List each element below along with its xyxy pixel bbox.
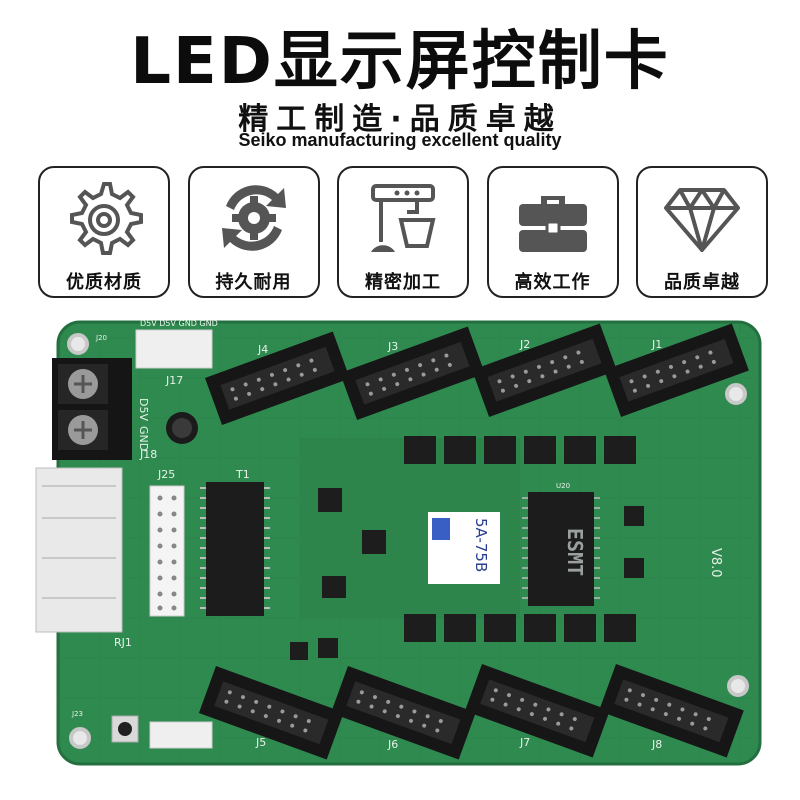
gear-icon [70,182,143,255]
j18-label: J18 [139,448,157,461]
t1-label: T1 [235,468,250,481]
pcb-board: D5V GND J18 D5V D5V GND GND J17 J20 RJ1 … [35,319,762,766]
page-subtitle-english: Seiko manufacturing excellent quality [238,130,562,150]
connector-label-j1: J1 [651,338,662,351]
mixer-machine-icon [371,184,436,252]
diamond-icon [664,188,740,252]
j23-label: J23 [71,710,83,718]
t1-chip [206,482,264,616]
feature-label: 品质卓越 [664,272,740,293]
page-subtitle: 精工制造·品质卓越 [238,102,562,137]
connector-j7 [464,664,610,758]
driver-chips-top [404,436,636,464]
connector-label-j2: J2 [519,338,530,351]
connector-label-j4: J4 [257,343,268,356]
j17-header [135,329,213,369]
chip-brand-label: ESMT [563,528,587,576]
gnd-label: GND [137,426,150,451]
pcb-board-photo: D5V GND J18 D5V D5V GND GND J17 J20 RJ1 … [0,318,800,800]
rj1-label: RJ1 [114,636,132,649]
page-title: LED显示屏控制卡 [130,25,670,99]
feature-card-efficient: 高效工作 [486,166,619,298]
connector-j5 [198,666,344,760]
driver-chips-bottom [404,614,636,642]
j17-label: J17 [165,374,183,387]
esmt-memory-chip [528,492,594,606]
u20-label: U20 [556,482,570,490]
connector-label-j3: J3 [387,340,398,353]
small-chips [290,488,644,660]
version-label: V8.0 [708,548,723,578]
j25-pin-header [149,485,185,617]
power-label: D5V [137,398,150,421]
power-terminal-block [52,358,132,460]
connector-label-j8: J8 [651,738,662,751]
j25-label: J25 [157,468,175,481]
j20-label: J20 [95,334,107,342]
feature-label: 精密加工 [365,272,441,293]
connector-j1 [604,323,749,417]
model-label: 5A-75B [472,518,490,572]
feature-card-excellent: 品质卓越 [636,166,768,298]
feature-label: 持久耐用 [215,272,292,293]
feature-card-quality-material: 优质材质 [38,166,170,298]
connector-j3 [340,326,485,420]
feature-card-durable: 持久耐用 [187,166,320,298]
bottom-header [149,721,213,749]
cycle-gear-icon [221,185,286,251]
rj45-port [35,467,123,633]
connector-j2 [472,323,617,417]
connector-label-j6: J6 [387,738,398,751]
power-header-label: D5V D5V GND GND [140,319,218,328]
toolbox-icon [518,196,587,252]
mounting-holes [67,333,749,749]
feature-card-precision: 精密加工 [337,166,469,298]
connector-j8 [598,664,744,758]
feature-list: 优质材质 持久耐用 [38,166,768,298]
feature-label: 高效工作 [514,272,591,293]
connector-label-j5: J5 [255,736,266,749]
connector-j6 [330,666,476,760]
connector-label-j7: J7 [519,736,530,749]
feature-label: 优质材质 [66,272,142,293]
connector-j4 [204,331,350,425]
